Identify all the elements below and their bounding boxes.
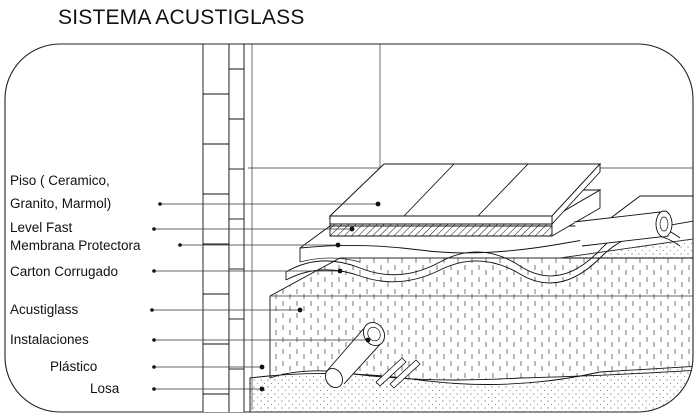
label-losa: Losa xyxy=(90,381,265,396)
svg-text:Losa: Losa xyxy=(90,381,120,396)
label-acustiglass: Acustiglass xyxy=(10,302,303,317)
conduit-pipe-right xyxy=(573,210,673,247)
svg-text:Instalaciones: Instalaciones xyxy=(10,332,89,347)
svg-text:Carton Corrugado: Carton Corrugado xyxy=(10,264,118,279)
acustiglass-layer xyxy=(269,237,693,381)
svg-text:Membrana Protectora: Membrana Protectora xyxy=(10,238,141,253)
label-plastico: Plástico xyxy=(50,359,265,374)
diagram-title: SISTEMA ACUSTIGLASS xyxy=(58,6,305,29)
svg-text:Plástico: Plástico xyxy=(50,359,97,374)
small-tubes xyxy=(375,357,421,389)
svg-text:Level Fast: Level Fast xyxy=(10,220,73,235)
label-membrana: Membrana Protectora xyxy=(10,238,341,253)
label-piso: Piso ( Ceramico, Granito, Marmol) xyxy=(10,173,381,211)
svg-text:Piso ( Ceramico,: Piso ( Ceramico, xyxy=(10,173,110,188)
svg-text:Granito, Marmol): Granito, Marmol) xyxy=(10,196,111,211)
svg-text:Acustiglass: Acustiglass xyxy=(10,302,79,317)
label-instalaciones: Instalaciones xyxy=(10,332,371,347)
label-level-fast: Level Fast xyxy=(10,220,355,235)
piso-tiles xyxy=(328,162,602,226)
label-carton: Carton Corrugado xyxy=(10,264,343,279)
